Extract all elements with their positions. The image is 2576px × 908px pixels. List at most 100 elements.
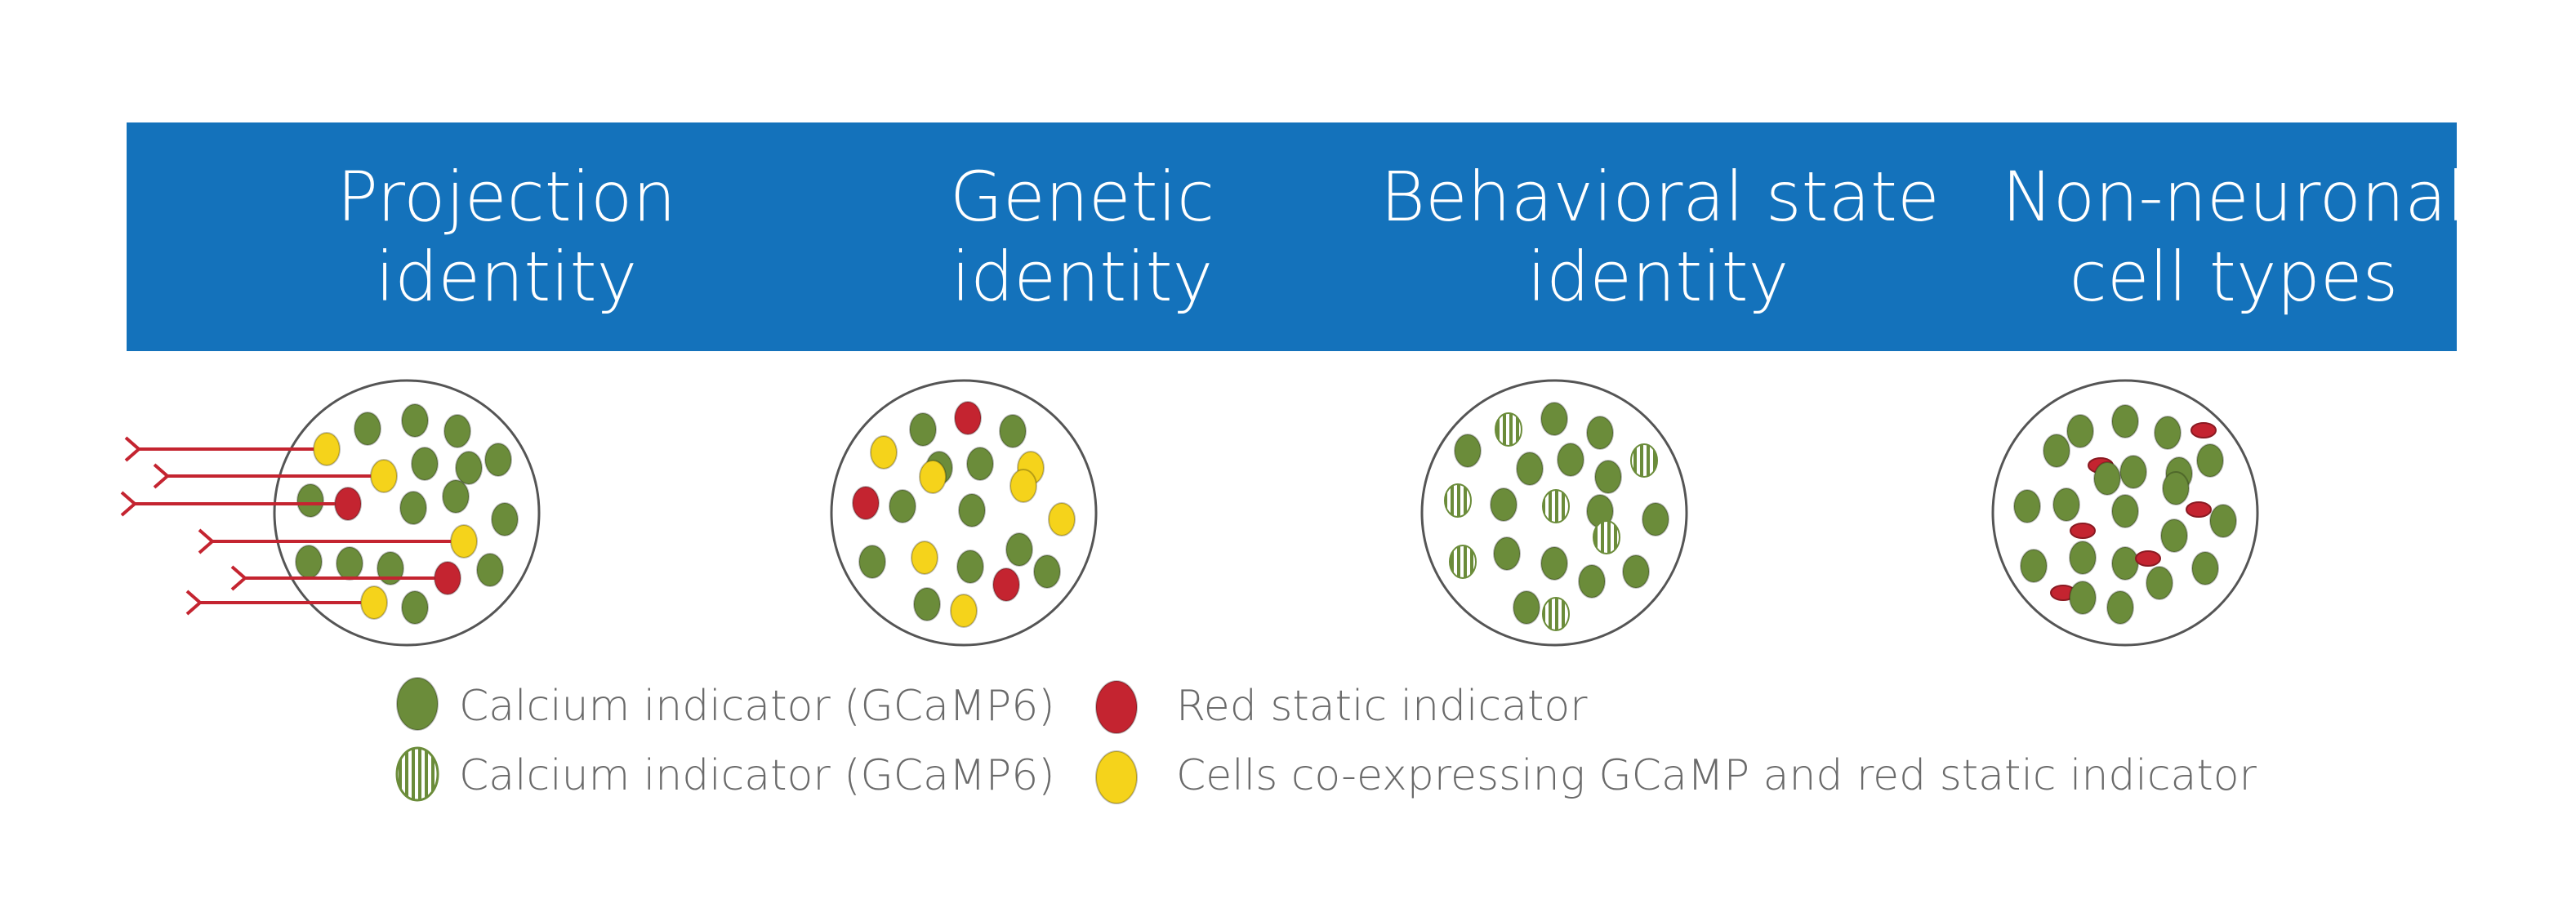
column-heading-genetic: Genetic identity xyxy=(804,157,1360,317)
gcamp-cell xyxy=(2196,443,2224,478)
non-neuronal-cell xyxy=(2070,523,2096,539)
gcamp-striped-cell xyxy=(1542,489,1570,523)
co-expressing-cell xyxy=(313,432,341,466)
gcamp-cell xyxy=(958,493,986,527)
gcamp-cell xyxy=(2119,455,2147,489)
axon-terminal xyxy=(198,528,216,554)
heading-line-2: identity xyxy=(951,237,1214,317)
gcamp-cell xyxy=(2160,519,2188,553)
red-static-cell xyxy=(434,561,461,595)
gcamp-cell xyxy=(913,587,941,621)
red-static-cell xyxy=(954,401,982,435)
gcamp-cell xyxy=(484,443,512,477)
header-banner: Projection identity Genetic identity Beh… xyxy=(127,122,2466,351)
gcamp-cell xyxy=(411,447,439,481)
gcamp-cell xyxy=(2043,434,2070,468)
gcamp-cell xyxy=(399,491,427,525)
behavioral-state-diagram xyxy=(1420,379,1688,647)
legend-label-gcamp: Calcium indicator (GCaMP6) xyxy=(459,682,1055,731)
legend-label-co-expressing: Cells co-expressing GCaMP and red static… xyxy=(1176,751,2257,800)
gcamp-cell xyxy=(1540,546,1568,581)
gcamp-cell xyxy=(2013,489,2041,523)
gcamp-cell xyxy=(1586,416,1614,450)
non-neuronal-cell xyxy=(2186,501,2212,518)
legend-label-red-static: Red static indicator xyxy=(1176,682,1588,731)
gcamp-striped-cell xyxy=(1449,545,1477,579)
non-neuronal-diagram xyxy=(1991,379,2259,647)
red-static-cell xyxy=(852,486,880,520)
gcamp-cell xyxy=(909,412,937,447)
gcamp-cell xyxy=(966,447,994,481)
gcamp-cell xyxy=(1516,452,1544,486)
axon-terminal xyxy=(230,565,248,591)
gcamp-cell xyxy=(443,414,471,448)
gcamp-cell xyxy=(295,545,323,579)
co-expressing-cell xyxy=(1048,502,1076,536)
co-expressing-cell xyxy=(370,459,398,493)
column-heading-non-neuronal: Non-neuronal cell types xyxy=(1956,157,2511,317)
legend-marker-red-static xyxy=(1095,680,1138,734)
gcamp-cell xyxy=(491,502,519,536)
gcamp-cell xyxy=(401,403,429,438)
gcamp-cell xyxy=(2106,590,2134,625)
axon-terminal xyxy=(124,436,142,462)
co-expressing-cell xyxy=(911,541,938,575)
gcamp-cell xyxy=(2069,581,2097,615)
gcamp-cell xyxy=(442,479,470,514)
axon-terminal xyxy=(120,491,138,517)
gcamp-cell xyxy=(2154,416,2182,450)
gcamp-cell xyxy=(2111,546,2139,581)
genetic-identity-diagram xyxy=(830,379,1098,647)
axon-terminal xyxy=(185,590,203,616)
gcamp-cell xyxy=(1005,532,1033,567)
non-neuronal-cell xyxy=(2135,550,2161,567)
gcamp-cell xyxy=(1490,487,1518,522)
heading-line-1: Projection xyxy=(336,157,676,237)
red-static-cell xyxy=(334,487,362,521)
gcamp-striped-cell xyxy=(1444,483,1472,518)
gcamp-cell xyxy=(2052,487,2080,522)
legend-marker-co-expressing xyxy=(1095,750,1138,804)
gcamp-cell xyxy=(1578,564,1606,599)
heading-line-2: cell types xyxy=(2069,237,2399,317)
gcamp-cell xyxy=(1493,536,1521,571)
gcamp-cell xyxy=(1454,434,1482,468)
gcamp-cell xyxy=(858,545,886,579)
legend-marker-gcamp-striped xyxy=(395,746,439,802)
gcamp-cell xyxy=(1033,554,1061,589)
gcamp-cell xyxy=(2146,566,2173,600)
heading-line-1: Genetic xyxy=(949,157,1215,237)
gcamp-striped-cell xyxy=(1542,597,1570,631)
co-expressing-cell xyxy=(950,594,978,628)
gcamp-cell xyxy=(455,451,483,485)
heading-line-1: Non-neuronal xyxy=(2001,157,2467,237)
legend-marker-gcamp xyxy=(396,677,439,731)
gcamp-cell xyxy=(2020,549,2048,583)
gcamp-cell xyxy=(2093,461,2121,496)
co-expressing-cell xyxy=(1009,469,1037,503)
non-neuronal-cell xyxy=(2190,422,2217,438)
gcamp-cell xyxy=(1513,590,1540,625)
gcamp-striped-cell xyxy=(1593,520,1620,554)
gcamp-cell xyxy=(2209,504,2237,538)
column-heading-behavioral-state: Behavioral state identity xyxy=(1380,157,1940,317)
co-expressing-cell xyxy=(870,435,898,470)
gcamp-cell xyxy=(1642,502,1669,536)
co-expressing-cell xyxy=(919,460,947,494)
gcamp-cell xyxy=(2066,414,2094,448)
heading-line-2: identity xyxy=(375,237,638,317)
gcamp-striped-cell xyxy=(1495,412,1522,447)
column-heading-projection: Projection identity xyxy=(229,157,784,317)
gcamp-cell xyxy=(296,483,324,518)
gcamp-cell xyxy=(354,412,381,446)
legend-markers xyxy=(395,677,1138,804)
gcamp-cell xyxy=(2162,471,2190,505)
axon-terminal xyxy=(153,463,171,489)
gcamp-cell xyxy=(1557,443,1584,477)
gcamp-cell xyxy=(2191,551,2219,585)
gcamp-cell xyxy=(2111,404,2139,438)
co-expressing-cell xyxy=(450,524,478,559)
gcamp-cell xyxy=(956,550,984,584)
heading-line-2: identity xyxy=(1526,237,1789,317)
